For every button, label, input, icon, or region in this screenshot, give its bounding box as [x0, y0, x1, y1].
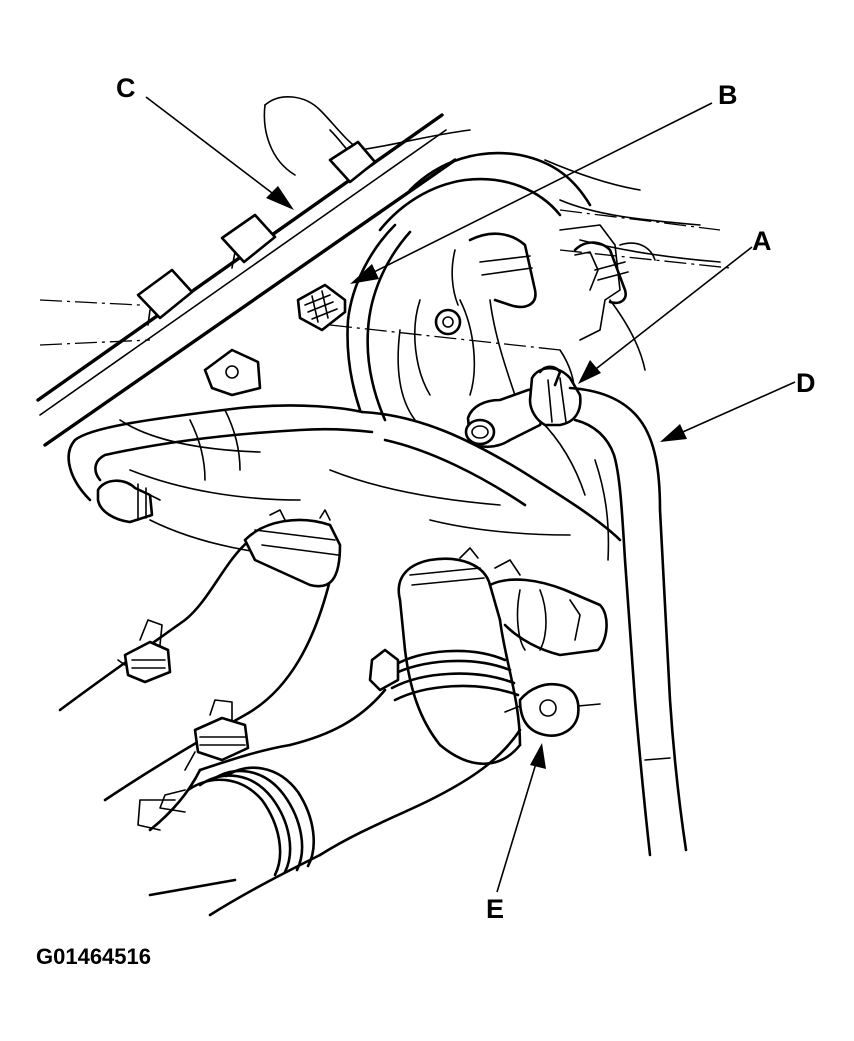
center-hose	[368, 547, 608, 765]
arrowhead-d	[660, 424, 687, 442]
engine-background	[39, 95, 731, 561]
upper-radiator-hose	[58, 509, 342, 802]
arrowhead-e	[530, 743, 546, 769]
leader-a	[591, 246, 753, 373]
arrowhead-a	[578, 360, 601, 384]
fuel-rail	[36, 113, 457, 481]
callout-label-c: C	[116, 73, 136, 103]
fuel-line	[67, 223, 622, 542]
leader-d	[675, 381, 796, 436]
arrowhead-c	[266, 186, 294, 210]
leader-b	[365, 102, 713, 277]
figure-id: G01464516	[36, 944, 151, 969]
callout-labels: C B A D E	[116, 73, 816, 924]
callout-label-e: E	[486, 894, 504, 924]
hose-d	[464, 365, 688, 857]
leader-e	[496, 759, 538, 893]
arrowhead-b	[350, 264, 379, 284]
callout-label-a: A	[752, 226, 772, 256]
callout-label-d: D	[796, 368, 816, 398]
callout-leaders	[145, 96, 796, 893]
lower-hose	[137, 688, 522, 917]
leader-c	[145, 96, 281, 200]
callout-label-b: B	[718, 80, 738, 110]
